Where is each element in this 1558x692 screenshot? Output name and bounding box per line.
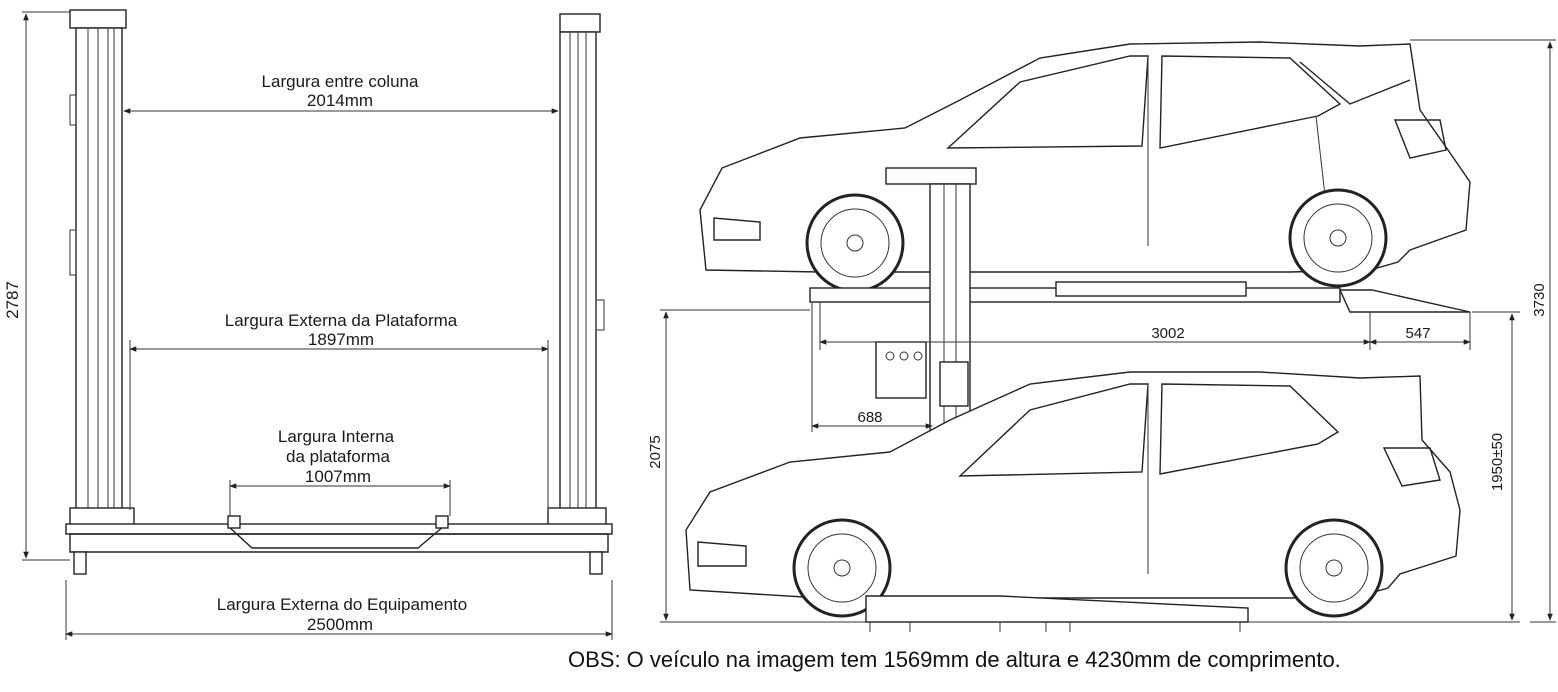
front-platform — [65, 515, 613, 575]
front-view: 2787 — [3, 9, 613, 640]
ext-platform-label: Largura Externa da Plataforma — [225, 311, 458, 330]
int-platform-label-1: Largura Interna — [278, 427, 395, 446]
lower-base — [865, 595, 1249, 632]
side-offset-dim: 688 — [857, 409, 882, 426]
int-platform-label-2: da plataforma — [286, 447, 390, 466]
col-width-label: Largura entre coluna — [262, 72, 419, 91]
ext-equipment-value: 2500mm — [307, 615, 373, 634]
upper-platform — [809, 281, 1471, 313]
ext-platform-value: 1897mm — [308, 330, 374, 349]
clearance-dim: 1950±50 — [1489, 433, 1506, 491]
vehicle-note: OBS: O veículo na imagem tem 1569mm de a… — [568, 647, 1341, 672]
upper-car — [699, 41, 1471, 293]
side-ramp-dim: 547 — [1405, 325, 1430, 342]
ext-equipment-label: Largura Externa do Equipamento — [217, 595, 467, 614]
side-view: 3002 547 688 2075 1950±50 3730 — [647, 39, 1556, 632]
lower-car — [685, 371, 1461, 618]
front-height-dim: 2787 — [3, 281, 22, 319]
total-height-dim: 3730 — [1531, 283, 1548, 316]
lower-height-dim: 2075 — [647, 435, 664, 468]
side-length-dim: 3002 — [1151, 325, 1184, 342]
col-width-value: 2014mm — [307, 91, 373, 110]
right-column — [547, 13, 607, 531]
left-column — [69, 9, 135, 531]
int-platform-value: 1007mm — [305, 467, 371, 486]
